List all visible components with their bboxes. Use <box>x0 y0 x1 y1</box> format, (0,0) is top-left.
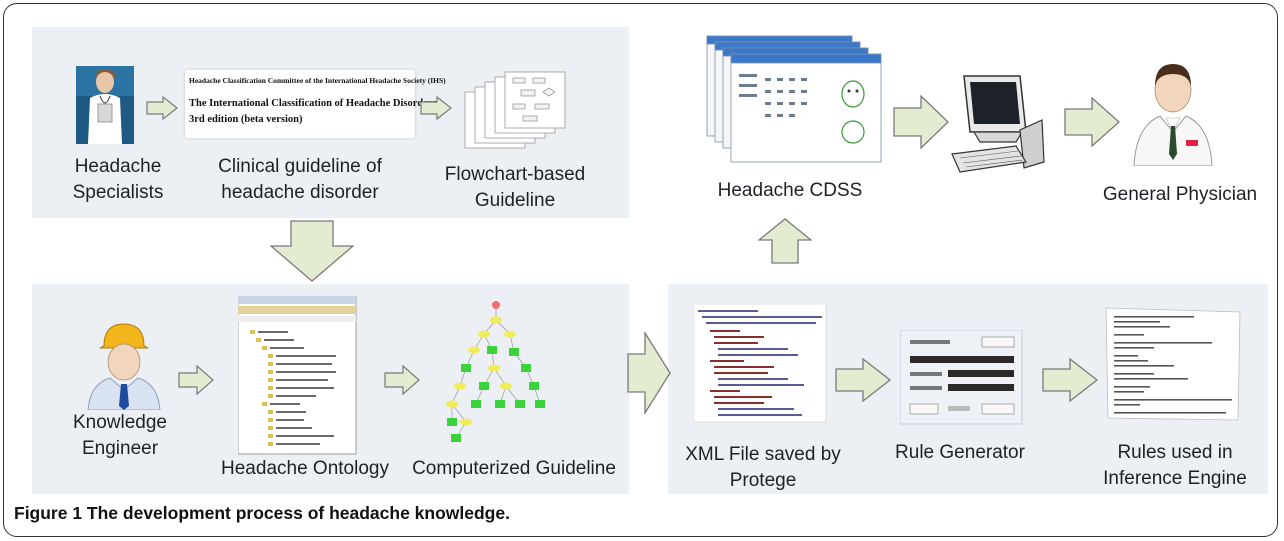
label-rule-generator: Rule Generator <box>880 440 1040 466</box>
computer-icon <box>946 70 1046 185</box>
label-general-physician: General Physician <box>1090 182 1270 208</box>
ontology-window <box>237 295 358 461</box>
label-line: Guideline <box>474 190 556 211</box>
label-line: Rules used in <box>1117 442 1233 463</box>
arrow-right-2 <box>420 96 452 120</box>
cdss-windows-icon <box>705 34 885 171</box>
label-line: Protege <box>729 470 797 491</box>
xml-file-icon <box>693 303 828 429</box>
arrow-right-8 <box>1042 358 1098 402</box>
rule-generator-window <box>899 329 1024 431</box>
label-line: Inference Engine <box>1103 468 1247 489</box>
label-line: Specialists <box>72 182 164 203</box>
label-clinical-guideline: Clinical guideline of headache disorder <box>200 154 400 206</box>
label-flowchart-guideline: Flowchart-based Guideline <box>430 162 600 214</box>
label-rules-inference: Rules used in Inference Engine <box>1085 440 1265 492</box>
doctor-woman-icon <box>76 66 134 149</box>
figure-caption: Figure 1 The development process of head… <box>14 503 510 523</box>
engineer-icon <box>84 318 164 415</box>
doc-line-2: The International Classification of Head… <box>189 98 440 109</box>
arrow-right-1 <box>146 96 178 120</box>
figure-frame <box>3 3 1278 537</box>
arrow-right-7 <box>835 358 891 402</box>
computerized-guideline-graph <box>444 300 554 455</box>
label-line: Headache <box>74 156 162 177</box>
doc-line-1: Headache Classification Committee of the… <box>189 76 446 85</box>
label-line: Computerized Guideline <box>412 458 616 479</box>
label-headache-cdss: Headache CDSS <box>700 178 880 204</box>
arrow-right-3 <box>893 95 949 149</box>
arrow-down-big <box>270 220 354 282</box>
flowchart-pages-icon <box>463 70 567 157</box>
label-line: Knowledge <box>72 412 168 433</box>
label-xml-file: XML File saved by Protege <box>668 442 858 494</box>
label-line: Headache CDSS <box>717 180 863 201</box>
doctor-man-icon <box>1128 56 1218 171</box>
label-line: XML File saved by <box>685 444 841 465</box>
label-line: Engineer <box>81 438 159 459</box>
arrow-right-5 <box>178 365 214 395</box>
label-line: Clinical guideline of <box>218 156 382 177</box>
guideline-document: Headache Classification Committee of the… <box>185 70 446 138</box>
label-headache-specialists: Headache Specialists <box>58 154 178 206</box>
rules-text-page <box>1104 306 1244 429</box>
doc-line-3: 3rd edition (beta version) <box>189 114 303 125</box>
arrow-up <box>758 218 812 264</box>
label-headache-ontology: Headache Ontology <box>210 456 400 482</box>
arrow-right-big <box>627 332 671 414</box>
label-line: Headache Ontology <box>221 458 389 479</box>
label-computerized-guideline: Computerized Guideline <box>404 456 624 482</box>
label-line: Flowchart-based <box>444 164 586 185</box>
label-line: headache disorder <box>221 182 379 203</box>
label-line: Rule Generator <box>895 442 1025 463</box>
arrow-right-6 <box>384 365 420 395</box>
arrow-right-4 <box>1064 97 1120 147</box>
label-knowledge-engineer: Knowledge Engineer <box>60 410 180 462</box>
label-line: General Physician <box>1102 184 1258 205</box>
